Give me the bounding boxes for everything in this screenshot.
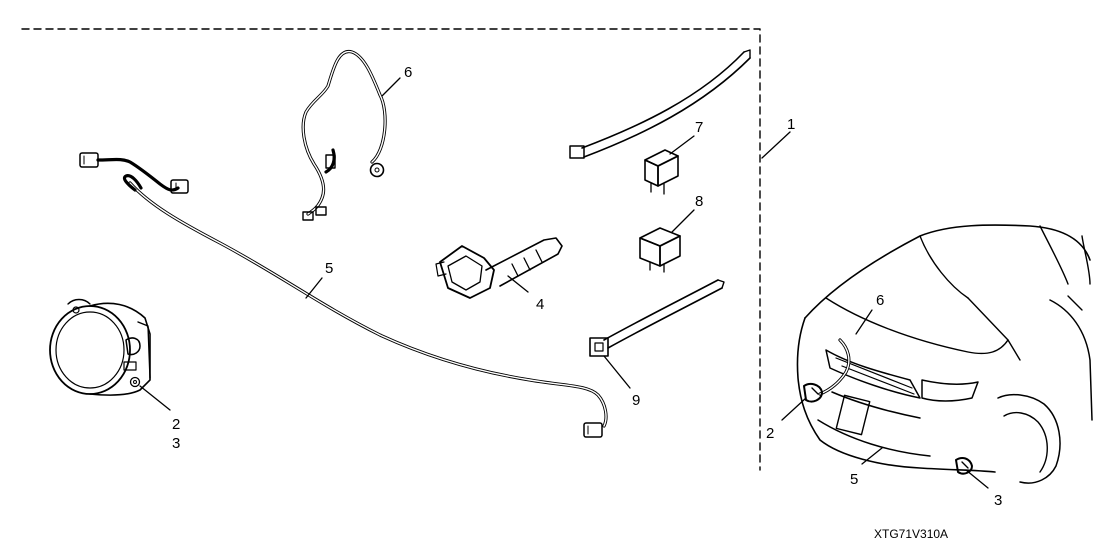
leader-lines bbox=[139, 77, 989, 489]
part-7-fuse bbox=[644, 149, 679, 195]
leader-v2 bbox=[781, 397, 807, 421]
callout-1: 1 bbox=[787, 116, 795, 133]
part-8-relay bbox=[639, 227, 681, 273]
callout-3: 3 bbox=[172, 435, 180, 452]
vehicle-callout-3: 3 bbox=[994, 492, 1002, 509]
leader-v3 bbox=[965, 469, 989, 489]
vehicle-callout-2: 2 bbox=[766, 425, 774, 442]
kit-boundary-line bbox=[21, 28, 761, 471]
part-5-main-harness bbox=[79, 152, 608, 438]
vehicle-callout-5: 5 bbox=[850, 471, 858, 488]
leader-6 bbox=[381, 77, 401, 97]
part-6-sub-harness bbox=[301, 50, 387, 221]
part-9-clip bbox=[589, 279, 725, 357]
callout-9: 9 bbox=[632, 392, 640, 409]
leader-1 bbox=[761, 131, 791, 159]
leader-8 bbox=[671, 209, 695, 233]
leader-9 bbox=[603, 355, 631, 389]
leader-7 bbox=[669, 135, 695, 155]
leader-4 bbox=[507, 275, 529, 293]
zip-tie-top bbox=[569, 49, 751, 159]
callout-4: 4 bbox=[536, 296, 544, 313]
leader-v5 bbox=[861, 447, 883, 465]
callout-8: 8 bbox=[695, 193, 703, 210]
leader-2-3 bbox=[139, 385, 171, 411]
leader-v6 bbox=[855, 309, 873, 335]
vehicle-callout-6: 6 bbox=[876, 292, 884, 309]
vehicle-illustration bbox=[796, 224, 1093, 484]
illustration-code: XTG71V310A bbox=[874, 527, 948, 541]
callout-5: 5 bbox=[325, 260, 333, 277]
part-2-3-fog-light bbox=[49, 298, 151, 396]
callout-7: 7 bbox=[695, 119, 703, 136]
callout-2: 2 bbox=[172, 416, 180, 433]
part-4-switch bbox=[435, 237, 563, 299]
leader-5 bbox=[305, 277, 323, 299]
callout-6: 6 bbox=[404, 64, 412, 81]
